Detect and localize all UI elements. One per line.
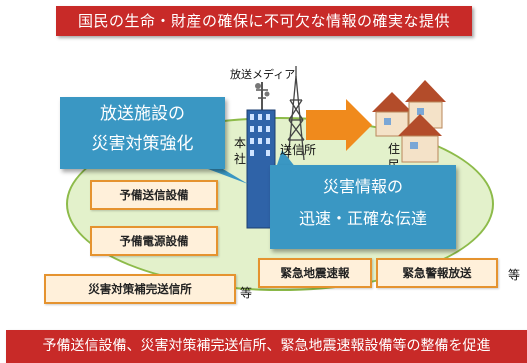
etc-label-1: 等 (240, 286, 253, 300)
callout-right-line-2: 迅速・正確な伝達 (298, 209, 427, 228)
media-label: 放送メディア (230, 68, 296, 81)
bottom-banner: 予備送信設備、災害対策補完送信所、緊急地震速報設備等の整備を促進 (6, 330, 527, 363)
box-emergency-broadcast: 緊急警報放送 (376, 258, 498, 288)
hq-label-1: 本 (234, 136, 247, 150)
callout-facility-strengthening: 放送施設の 災害対策強化 (60, 97, 225, 169)
box-backup-power: 予備電源設備 (90, 226, 218, 256)
transmitter-label: 送信所 (280, 143, 317, 157)
callout-left-tail (200, 166, 248, 184)
hq-label-2: 社 (234, 152, 247, 166)
antenna-mast-icon (255, 82, 270, 112)
houses-icon (372, 80, 446, 163)
etc-label-2: 等 (508, 268, 521, 282)
callout-left-line-2: 災害対策強化 (91, 134, 194, 154)
callout-left-line-1: 放送施設の (100, 104, 185, 124)
box-backup-transmitter: 予備送信設備 (90, 180, 218, 210)
transmission-arrow-icon (306, 99, 372, 151)
top-banner: 国民の生命・財産の確保に不可欠な情報の確実な提供 (56, 6, 472, 36)
callout-right-line-1: 災害情報の (322, 177, 403, 196)
callout-right-tail (276, 150, 296, 168)
resident-label-1: 住 (388, 142, 401, 156)
callout-disaster-info: 災害情報の 迅速・正確な伝達 (270, 165, 456, 249)
transmitter-tower-icon (287, 66, 305, 161)
box-earthquake-warning: 緊急地震速報 (258, 258, 372, 288)
box-complementary-transmitter: 災害対策補完送信所 (44, 274, 236, 304)
